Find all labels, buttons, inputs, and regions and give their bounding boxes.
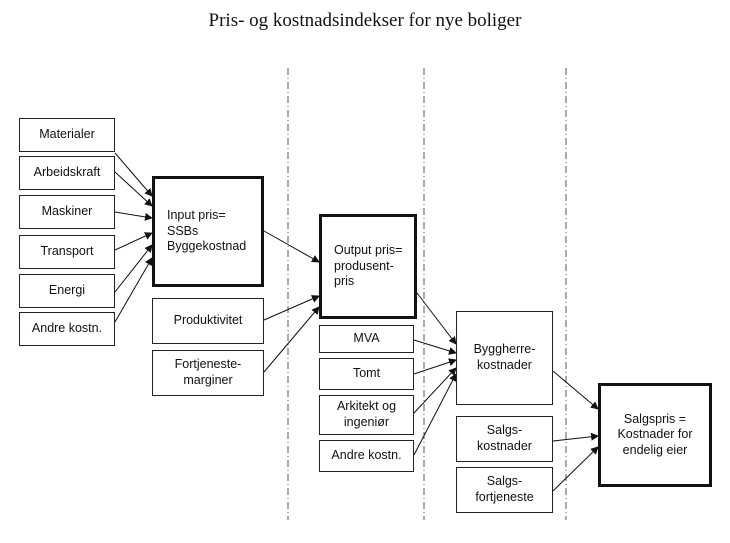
sales-profit-box: Salgs- fortjeneste <box>456 467 553 513</box>
input-maskiner: Maskiner <box>19 195 115 229</box>
arrow <box>263 306 320 373</box>
input-andre-kostn: Andre kostn. <box>19 312 115 346</box>
arrow <box>114 257 153 323</box>
input-materialer: Materialer <box>19 118 115 152</box>
arrow <box>413 358 457 375</box>
arrow <box>416 292 457 345</box>
productivity-box: Produktivitet <box>152 298 264 344</box>
diagram-title: Pris- og kostnadsindekser for nye bolige… <box>208 10 522 31</box>
arrow <box>413 367 457 414</box>
arrow <box>413 373 457 456</box>
input-arbeidskraft: Arbeidskraft <box>19 156 115 190</box>
arrow <box>263 295 320 321</box>
arrow <box>263 230 320 263</box>
arrow <box>114 152 153 197</box>
arrow <box>552 432 599 442</box>
arrow <box>114 171 153 207</box>
builder-costs-box: Byggherre- kostnader <box>456 311 553 405</box>
sales-price-box: Salgspris = Kostnader for endelig eier <box>598 383 712 487</box>
input-price-box: Input pris= SSBs Byggekostnad <box>152 176 264 287</box>
input-transport: Transport <box>19 235 115 269</box>
mva-box: MVA <box>319 325 414 353</box>
input-energi: Energi <box>19 274 115 308</box>
sales-costs-box: Salgs- kostnader <box>456 416 553 462</box>
tomt-box: Tomt <box>319 358 414 390</box>
arrow <box>114 244 153 293</box>
other-costs-box: Andre kostn. <box>319 440 414 472</box>
arrow <box>552 370 599 410</box>
architect-engineer-box: Arkitekt og ingeniør <box>319 395 414 435</box>
output-price-box: Output pris= produsent- pris <box>319 214 417 319</box>
arrow <box>552 446 599 492</box>
profit-margins-box: Fortjeneste- marginer <box>152 350 264 396</box>
arrow <box>114 211 153 221</box>
arrow <box>114 232 153 251</box>
arrow <box>413 339 457 355</box>
